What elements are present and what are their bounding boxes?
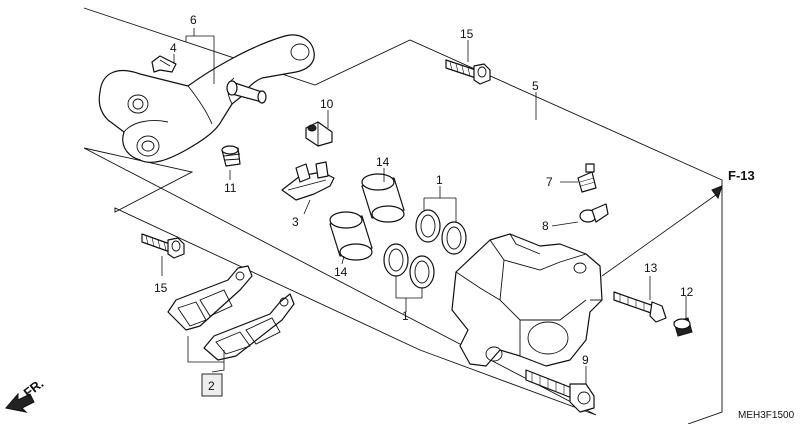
callout-8: 8 xyxy=(542,219,549,233)
diagram-code: MEH3F1500 xyxy=(738,410,795,421)
pad-spring xyxy=(281,161,335,201)
callout-14-bottom: 14 xyxy=(334,265,348,279)
caliper-body xyxy=(451,233,603,367)
front-direction-arrow xyxy=(5,392,35,413)
pin-bolt xyxy=(305,121,333,147)
callout-6: 6 xyxy=(190,13,197,27)
callout-13: 13 xyxy=(644,261,658,275)
callout-14-top: 14 xyxy=(376,155,390,169)
callout-2: 2 xyxy=(208,379,215,393)
reference-label: F-13 xyxy=(728,168,755,183)
callout-1-top: 1 xyxy=(436,173,443,187)
callout-3: 3 xyxy=(292,215,299,229)
flange-bolt-bottom xyxy=(141,233,185,259)
callout-12: 12 xyxy=(680,285,694,299)
boot xyxy=(221,145,241,167)
caliper-bolt xyxy=(525,369,595,413)
retainer-clip xyxy=(151,55,177,73)
caliper-bracket xyxy=(98,34,315,163)
callout-2-box xyxy=(201,373,223,397)
piston-bottom xyxy=(329,211,373,261)
leader-lines xyxy=(161,28,723,384)
piston-top xyxy=(361,173,405,223)
callout-1-bottom: 1 xyxy=(402,309,409,323)
callout-9: 9 xyxy=(582,353,589,367)
bleeder-screw xyxy=(577,163,597,193)
pin-bolt-long xyxy=(613,291,667,323)
piston-seals xyxy=(383,209,467,289)
pin-boot xyxy=(673,317,693,337)
callout-7: 7 xyxy=(546,175,553,189)
callout-15-bottom: 15 xyxy=(154,281,168,295)
bleeder-cap xyxy=(579,203,609,223)
callout-5: 5 xyxy=(532,79,539,93)
flange-bolt-top xyxy=(445,59,491,85)
callout-10: 10 xyxy=(320,97,334,111)
callout-15-top: 15 xyxy=(460,27,474,41)
brake-pad-set xyxy=(167,265,295,361)
callout-11: 11 xyxy=(224,181,237,195)
callout-4: 4 xyxy=(170,41,177,55)
